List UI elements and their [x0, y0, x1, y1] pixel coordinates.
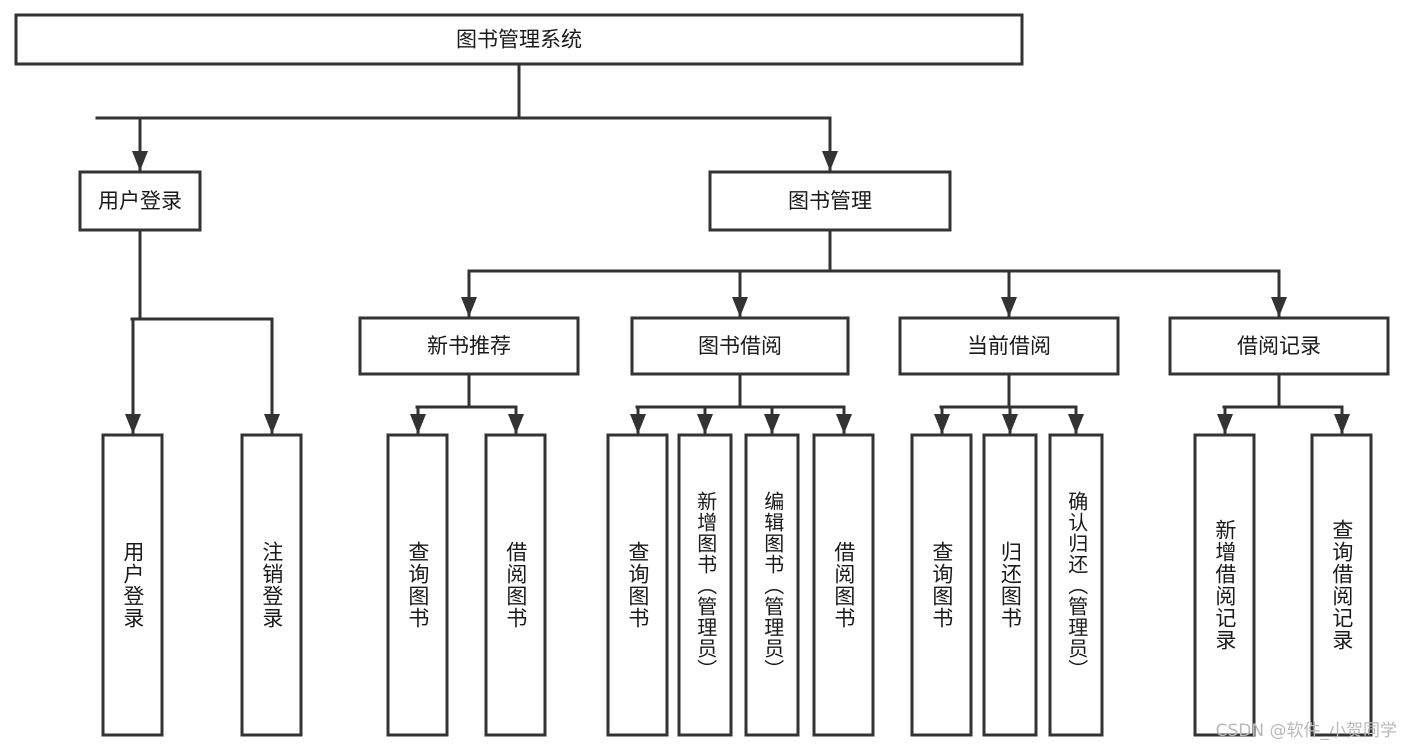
node-box-leaf-query-record[interactable] [1310, 433, 1373, 737]
boxes-layer [14, 13, 1390, 737]
node-label-root: 图书管理系统 [456, 28, 582, 52]
arrow-head-icon [1217, 414, 1233, 434]
node-box-leaf-query-book-1[interactable] [386, 433, 449, 737]
node-label-borrow-record: 借阅记录 [1237, 334, 1321, 358]
node-box-new-book-recommend[interactable] [358, 316, 580, 376]
arrow-head-icon [125, 414, 141, 434]
node-label-book-borrow: 图书借阅 [698, 334, 782, 358]
arrow-head-icon [1002, 414, 1018, 434]
node-box-user-login[interactable] [78, 170, 202, 232]
arrow-head-icon [508, 414, 524, 434]
arrow-head-icon [132, 151, 148, 171]
arrow-head-icon [764, 414, 780, 434]
csdn-watermark: CSDN @软件_小贺同学 [1215, 721, 1397, 741]
node-box-leaf-borrow-book-1[interactable] [484, 433, 547, 737]
arrow-head-icon [934, 414, 950, 434]
arrow-head-icon [630, 414, 646, 434]
node-box-leaf-logout[interactable] [240, 433, 303, 737]
node-box-root[interactable] [14, 13, 1024, 66]
node-label-new-book-recommend: 新书推荐 [427, 334, 511, 358]
node-box-leaf-add-book[interactable] [677, 433, 733, 737]
node-box-book-manage[interactable] [708, 170, 952, 232]
node-label-user-login: 用户登录 [98, 189, 182, 213]
node-box-borrow-record[interactable] [1168, 316, 1390, 376]
arrow-head-icon [1334, 414, 1350, 434]
arrow-head-icon [410, 414, 426, 434]
arrow-head-icon [822, 151, 838, 171]
arrow-head-icon [836, 414, 852, 434]
node-box-current-borrow[interactable] [898, 316, 1120, 376]
node-box-leaf-borrow-book-2[interactable] [812, 433, 875, 737]
node-box-leaf-add-record[interactable] [1193, 433, 1256, 737]
arrow-head-icon [264, 414, 280, 434]
node-box-leaf-query-book-2[interactable] [606, 433, 669, 737]
node-label-current-borrow: 当前借阅 [967, 334, 1051, 358]
node-box-book-borrow[interactable] [630, 316, 850, 376]
arrow-head-icon [697, 414, 713, 434]
connectors-layer [95, 62, 1350, 435]
arrow-head-icon [732, 297, 748, 317]
arrow-head-icon [461, 297, 477, 317]
arrow-head-icon [1001, 297, 1017, 317]
node-box-leaf-confirm-return[interactable] [1048, 433, 1104, 737]
node-box-leaf-query-book-3[interactable] [910, 433, 973, 737]
node-box-leaf-user-login[interactable] [101, 433, 164, 737]
arrow-head-icon [1271, 297, 1287, 317]
node-box-leaf-edit-book[interactable] [744, 433, 800, 737]
arrow-head-icon [1068, 414, 1084, 434]
node-box-leaf-return-book[interactable] [982, 433, 1038, 737]
node-label-book-manage: 图书管理 [788, 189, 872, 213]
